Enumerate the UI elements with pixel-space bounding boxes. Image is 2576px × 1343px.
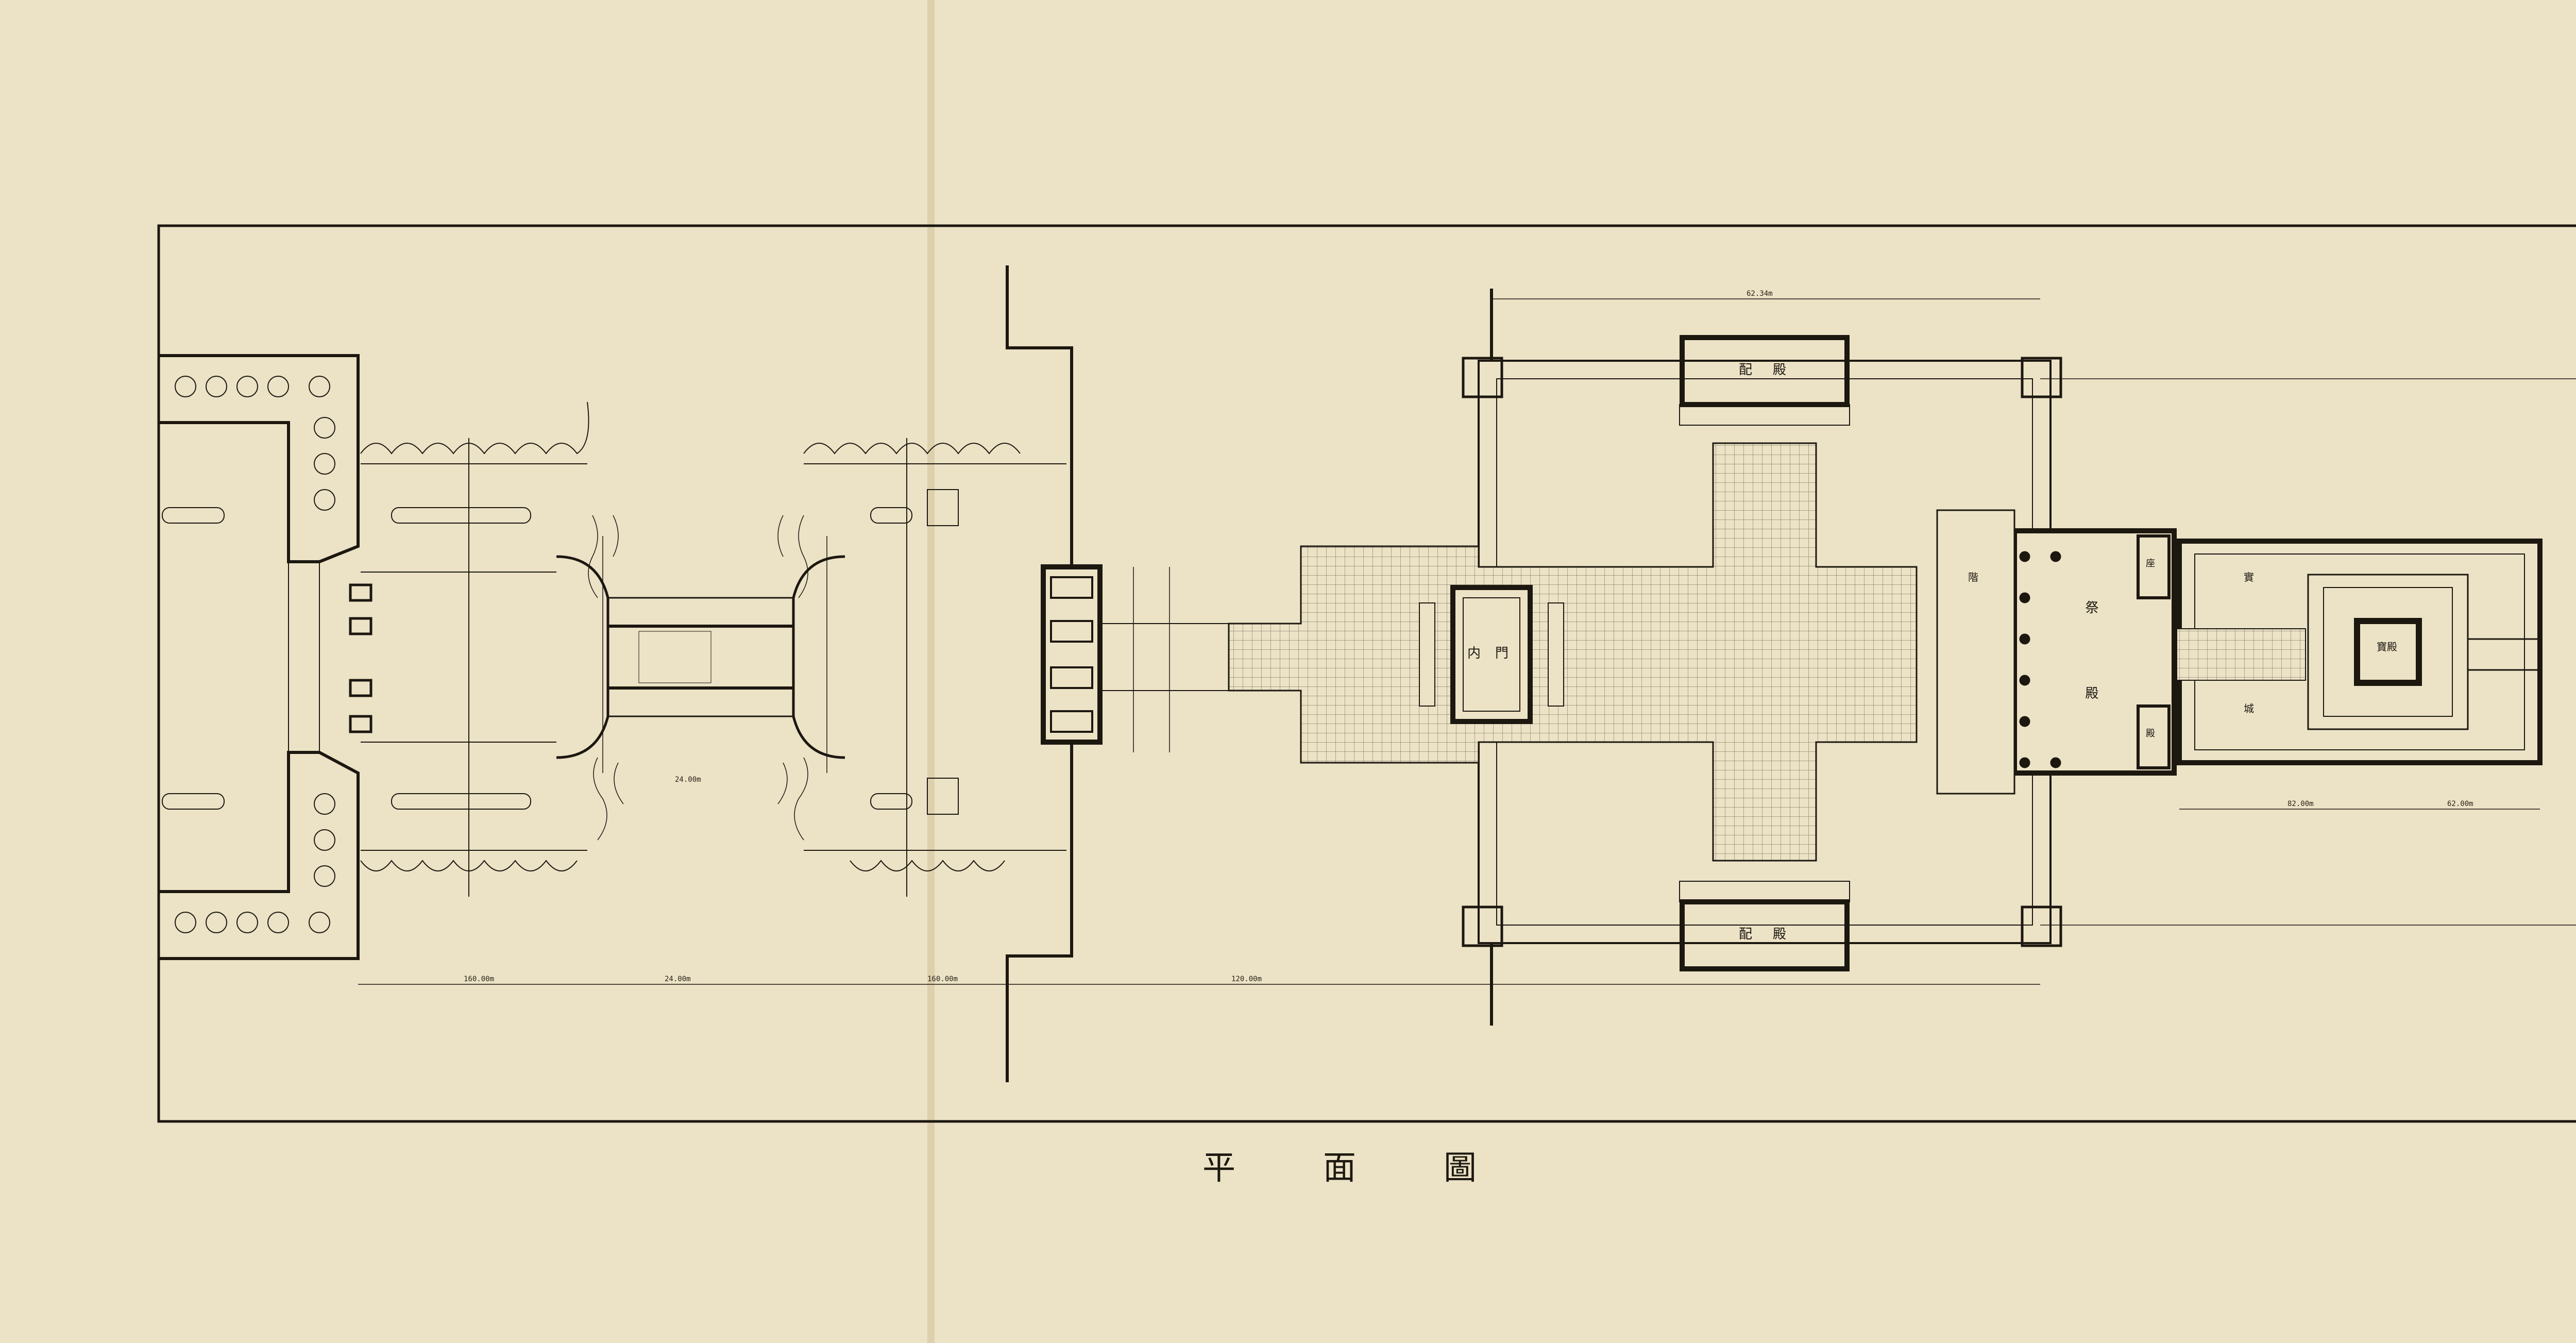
bridge <box>556 515 845 841</box>
dim-tomb-span2: 62.00m <box>2447 800 2473 808</box>
label-hall-right: 座 <box>2146 558 2155 569</box>
paved-cross-court <box>1228 442 1918 862</box>
dim-gate-span: 120.00m <box>1231 975 1262 983</box>
dim-mid-span: 24.00m <box>665 975 691 983</box>
dimension-lines <box>358 298 2576 985</box>
label-tomb-center: 寶殿 <box>2377 641 2397 653</box>
dim-left-span: 160.00m <box>464 975 495 983</box>
page-fold <box>927 0 935 1343</box>
dim-tomb-span: 82.00m <box>2287 800 2314 808</box>
left-forecourt <box>349 401 589 897</box>
tomb-enclosure <box>2176 539 2543 765</box>
drawing-frame <box>157 224 2576 1123</box>
inner-gate <box>1450 585 1533 724</box>
dim-right-span: 160.00m <box>927 975 958 983</box>
label-south-side-hall: 配殿 <box>1739 927 1807 942</box>
label-tomb-text2: 城 <box>2244 702 2254 715</box>
drawing-title: 平面圖 <box>1202 1149 1564 1187</box>
sacrificial-hall <box>2012 528 2177 776</box>
label-inner-gate: 内門 <box>1467 646 1523 661</box>
label-hall-left: 階 <box>1968 571 1978 583</box>
right-forecourt <box>803 438 1066 897</box>
label-hall-right2: 殿 <box>2146 728 2155 739</box>
label-north-side-hall: 配殿 <box>1739 362 1807 378</box>
label-tomb-text: 實 <box>2244 571 2254 583</box>
dim-top-width: 62.34m <box>1747 290 1773 298</box>
dim-bridge-span: 24.00m <box>675 776 701 784</box>
label-sacrificial-hall: 祭殿 <box>2083 600 2098 771</box>
left-garden-terrace <box>160 354 360 960</box>
